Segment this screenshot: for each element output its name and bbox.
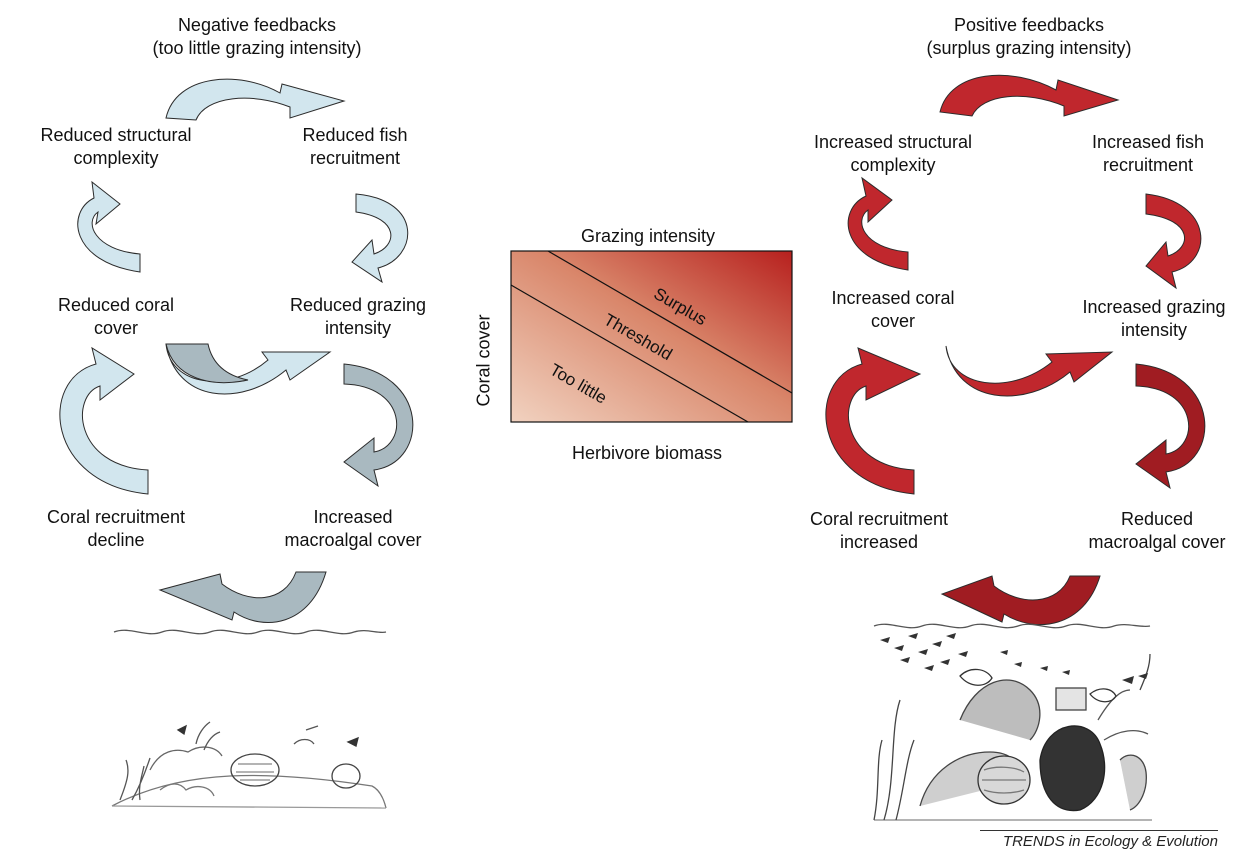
- right-arrow-left-upper: [847, 176, 909, 271]
- chart-top-label: Grazing intensity: [580, 226, 716, 246]
- left-node-3-line1: Reduced grazing: [289, 295, 427, 315]
- right-reef-sketch: [873, 623, 1152, 821]
- journal-credit: TRENDS in Ecology & Evolution: [980, 830, 1218, 850]
- left-node-3-line2: intensity: [324, 318, 392, 338]
- left-arrow-top: [165, 78, 346, 121]
- left-node-structural-complexity: Reduced structural complexity: [40, 124, 191, 170]
- right-title-line1: Positive feedbacks: [953, 15, 1105, 35]
- right-node-1-line1: Increased fish: [1091, 132, 1205, 152]
- right-arrow-left-lower: [825, 347, 922, 495]
- left-arrow-middle-back: [165, 343, 249, 384]
- right-node-2-line2: cover: [870, 311, 916, 331]
- left-arrow-right-upper: [351, 193, 409, 284]
- left-title-line2: (too little grazing intensity): [152, 38, 362, 58]
- right-water-surface: [873, 623, 1151, 629]
- right-node-coral-cover: Increased coral cover: [831, 287, 954, 333]
- left-node-1-line1: Reduced fish: [302, 125, 408, 145]
- right-arrow-top: [939, 74, 1120, 117]
- left-node-4-line1: Coral recruitment: [46, 507, 186, 527]
- chart-left-label: Coral cover: [473, 314, 494, 407]
- right-arrow-right-upper: [1145, 193, 1202, 290]
- left-water-surface: [113, 629, 387, 635]
- left-node-0-line2: complexity: [73, 148, 159, 168]
- left-arrow-bottom: [158, 571, 327, 624]
- left-node-recruitment-decline: Coral recruitment decline: [47, 506, 185, 552]
- right-node-fish-recruitment: Increased fish recruitment: [1092, 131, 1204, 177]
- left-node-5-line2: macroalgal cover: [284, 530, 422, 550]
- right-node-macroalgal-cover: Reduced macroalgal cover: [1088, 508, 1225, 554]
- right-node-4-line2: increased: [839, 532, 919, 552]
- left-node-0-line1: Reduced structural: [40, 125, 192, 145]
- left-node-4-line2: decline: [87, 530, 145, 550]
- left-arrow-left-lower: [59, 346, 149, 495]
- left-node-5-line1: Increased: [313, 507, 393, 527]
- left-seabed: [111, 774, 387, 809]
- right-arrow-right-lower: [1135, 363, 1206, 490]
- center-chart: [510, 250, 793, 423]
- left-arrows: [59, 78, 414, 624]
- left-node-coral-cover: Reduced coral cover: [58, 294, 174, 340]
- right-node-3-line2: intensity: [1120, 320, 1188, 340]
- left-node-macroalgal-cover: Increased macroalgal cover: [284, 506, 421, 552]
- right-node-5-line2: macroalgal cover: [1088, 532, 1226, 552]
- right-node-3-line1: Increased grazing: [1082, 297, 1226, 317]
- left-node-2-line2: cover: [93, 318, 139, 338]
- left-node-grazing-intensity: Reduced grazing intensity: [290, 294, 426, 340]
- left-node-fish-recruitment: Reduced fish recruitment: [302, 124, 407, 170]
- right-panel-title: Positive feedbacks (surplus grazing inte…: [926, 14, 1131, 60]
- left-title-line1: Negative feedbacks: [177, 15, 337, 35]
- right-node-5-line1: Reduced: [1120, 509, 1194, 529]
- left-reef-sketch: [111, 629, 387, 809]
- right-node-1-line2: recruitment: [1102, 155, 1194, 175]
- chart-bottom-label: Herbivore biomass: [571, 443, 723, 463]
- right-node-recruitment-increased: Coral recruitment increased: [810, 508, 948, 554]
- left-panel-title: Negative feedbacks (too little grazing i…: [152, 14, 361, 60]
- right-arrow-middle: [945, 345, 1114, 397]
- right-node-grazing-intensity: Increased grazing intensity: [1082, 296, 1225, 342]
- right-node-0-line1: Increased structural: [813, 132, 973, 152]
- right-arrows: [825, 74, 1206, 626]
- right-title-line2: (surplus grazing intensity): [926, 38, 1132, 58]
- right-node-0-line2: complexity: [850, 155, 936, 175]
- left-node-1-line2: recruitment: [309, 148, 401, 168]
- left-arrow-left-upper: [77, 180, 141, 273]
- threshold-line-upper: [547, 250, 793, 394]
- right-node-structural-complexity: Increased structural complexity: [814, 131, 972, 177]
- grazing-gradient-box: [510, 250, 793, 423]
- right-node-4-line1: Coral recruitment: [809, 509, 949, 529]
- right-node-2-line1: Increased coral: [831, 288, 955, 308]
- left-node-2-line1: Reduced coral: [57, 295, 175, 315]
- left-arrow-right-lower: [343, 363, 414, 488]
- right-arrow-bottom: [940, 575, 1101, 626]
- threshold-line-lower: [510, 284, 749, 423]
